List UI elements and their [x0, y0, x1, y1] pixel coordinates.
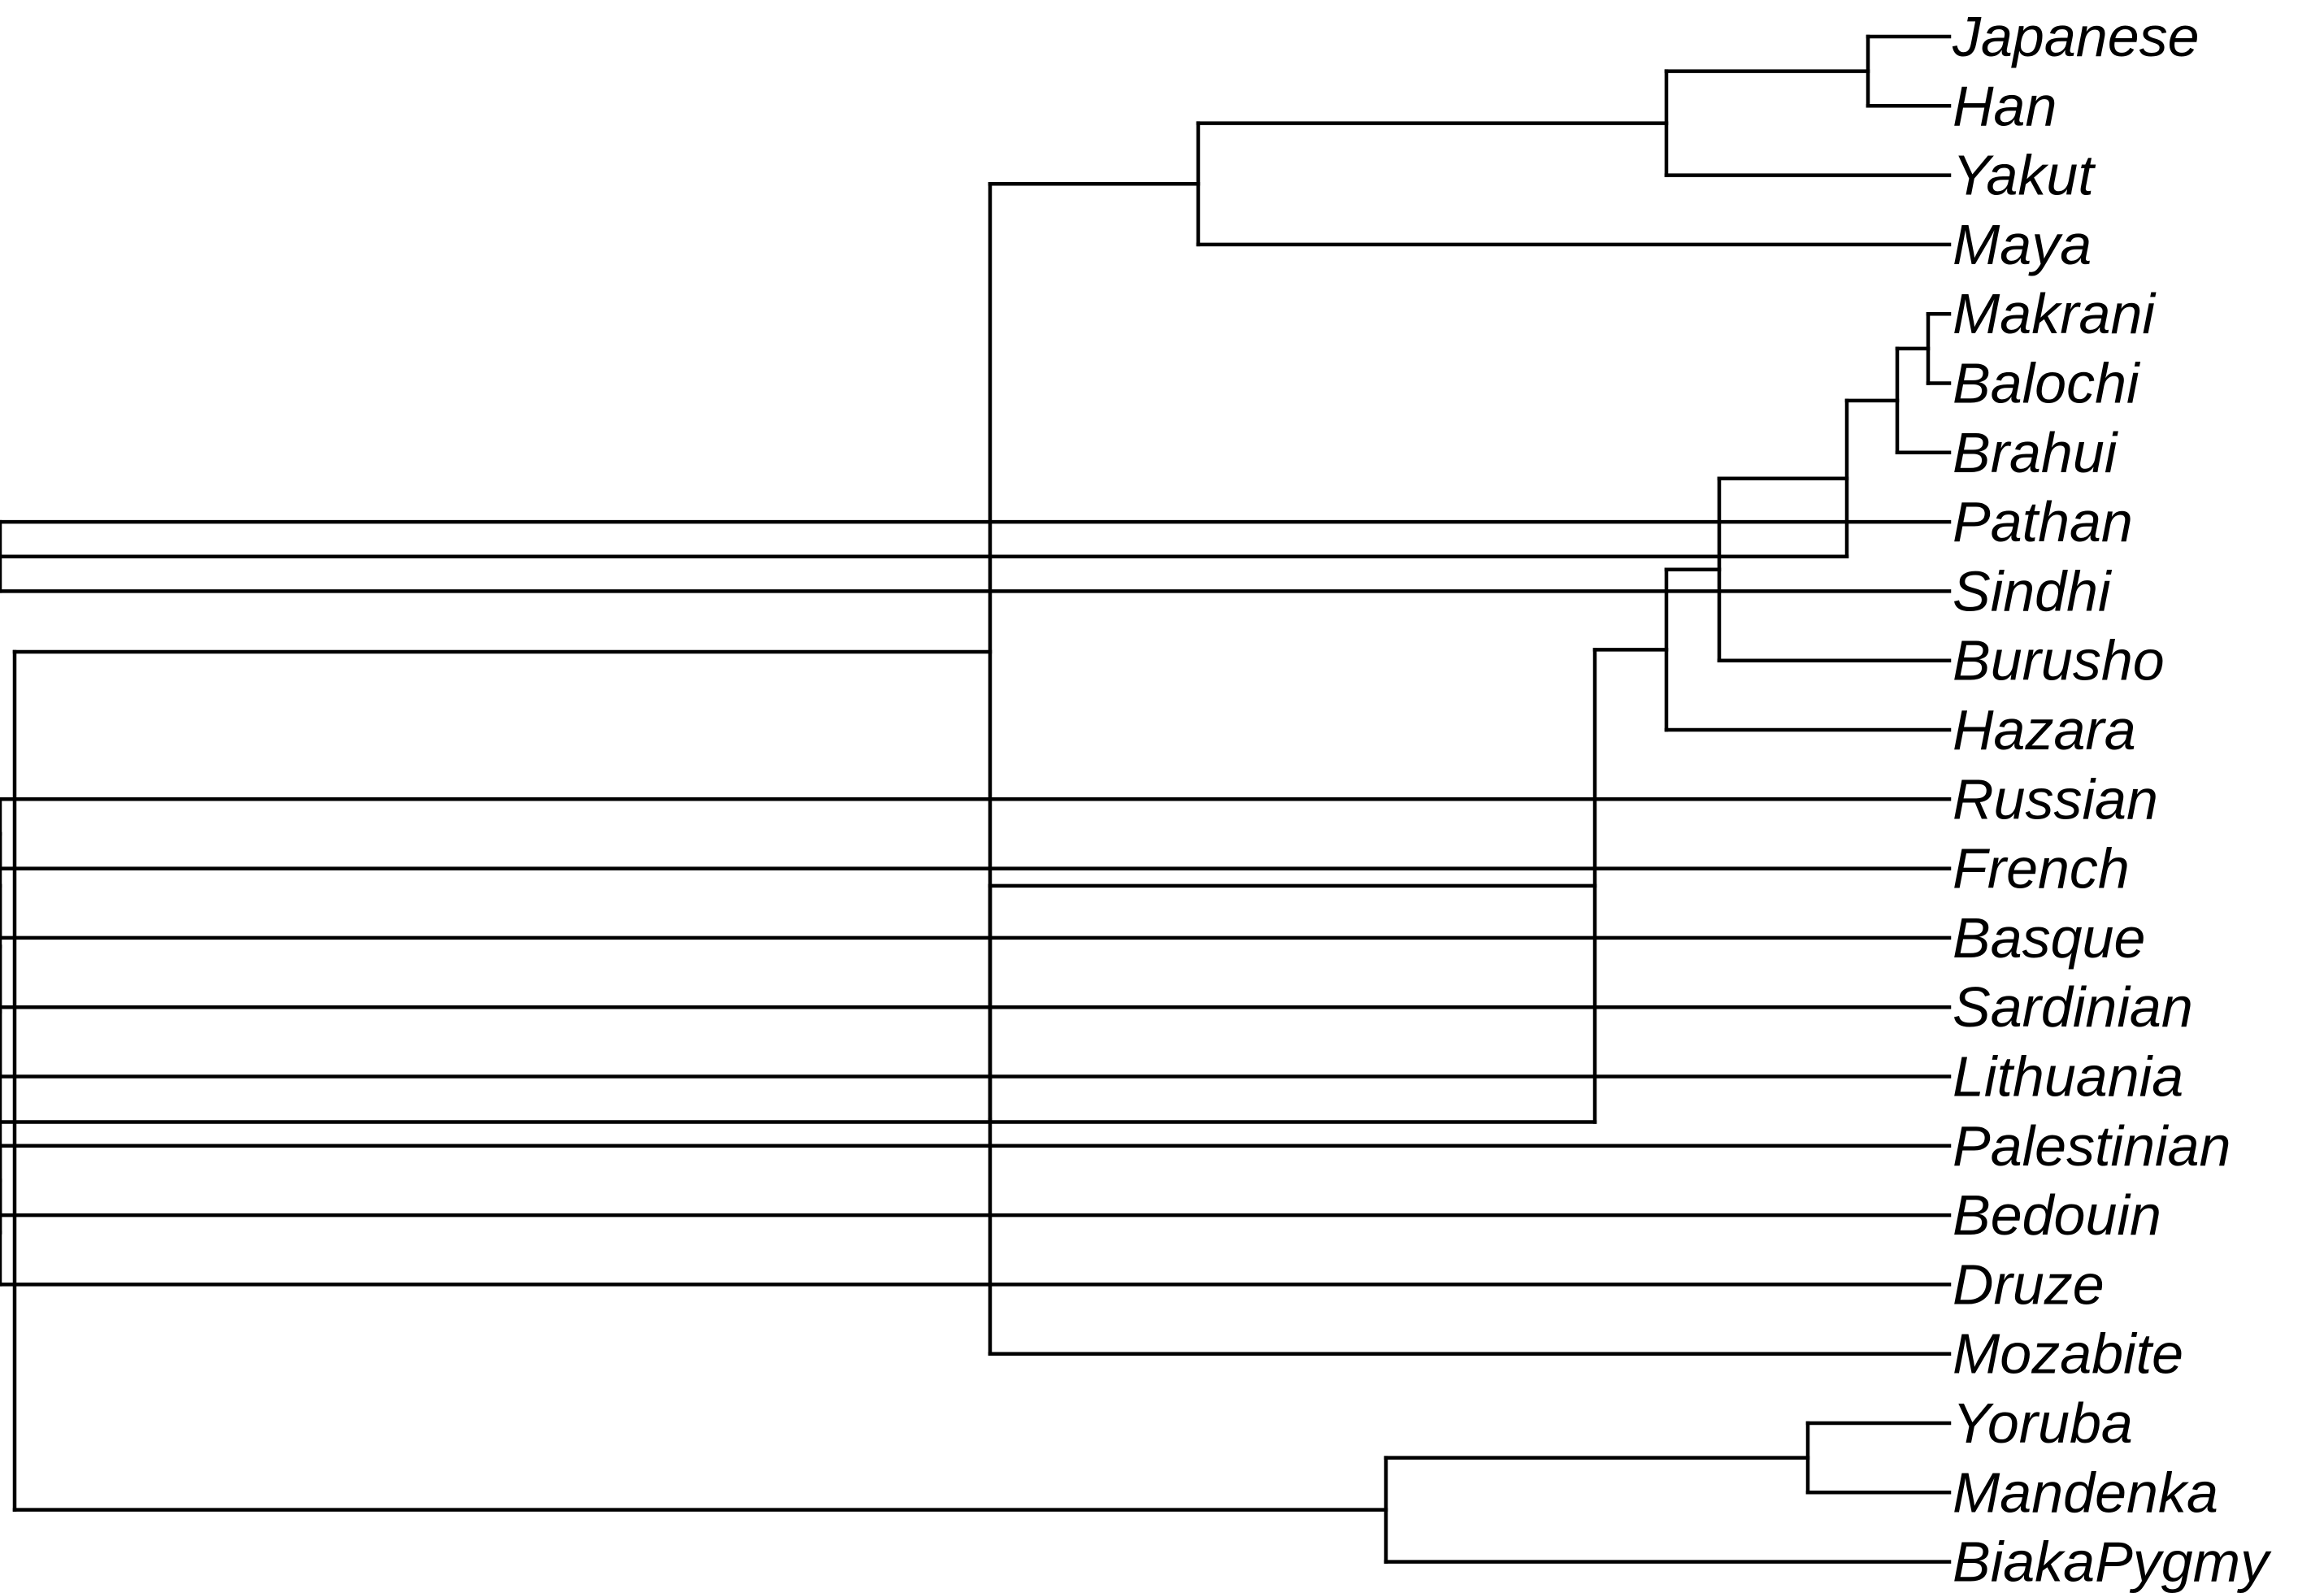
tip-label-han: Han	[1953, 74, 2057, 137]
tip-label-french: French	[1953, 837, 2130, 901]
tip-label-yakut: Yakut	[1953, 144, 2096, 207]
tip-label-bedouin: Bedouin	[1953, 1183, 2161, 1247]
tip-label-makrani: Makrani	[1953, 282, 2157, 345]
tip-label-druze: Druze	[1953, 1252, 2105, 1316]
tip-label-lithuania: Lithuania	[1953, 1045, 2183, 1109]
tip-label-mandenka: Mandenka	[1953, 1461, 2218, 1524]
tip-label-sardinian: Sardinian	[1953, 975, 2193, 1039]
tip-label-balochi: Balochi	[1953, 352, 2141, 415]
tip-label-brahui: Brahui	[1953, 421, 2119, 484]
tip-label-russian: Russian	[1953, 767, 2158, 831]
tip-label-pathan: Pathan	[1953, 490, 2133, 553]
tip-label-biakapygmy: BiakaPygmy	[1953, 1530, 2272, 1593]
tip-label-hazara: Hazara	[1953, 698, 2136, 762]
tip-label-sindhi: Sindhi	[1953, 559, 2113, 623]
tip-label-yoruba: Yoruba	[1953, 1391, 2133, 1455]
dendrogram-tip-labels: JapaneseHanYakutMayaMakraniBalochiBrahui…	[1952, 5, 2272, 1593]
tip-label-palestinian: Palestinian	[1953, 1114, 2231, 1178]
tip-label-burusho: Burusho	[1953, 629, 2165, 692]
dendrogram-branches	[0, 34, 1952, 1564]
tip-label-japanese: Japanese	[1952, 5, 2200, 68]
tip-label-basque: Basque	[1953, 906, 2145, 970]
tip-label-mozabite: Mozabite	[1953, 1322, 2183, 1386]
tip-label-maya: Maya	[1953, 213, 2092, 276]
